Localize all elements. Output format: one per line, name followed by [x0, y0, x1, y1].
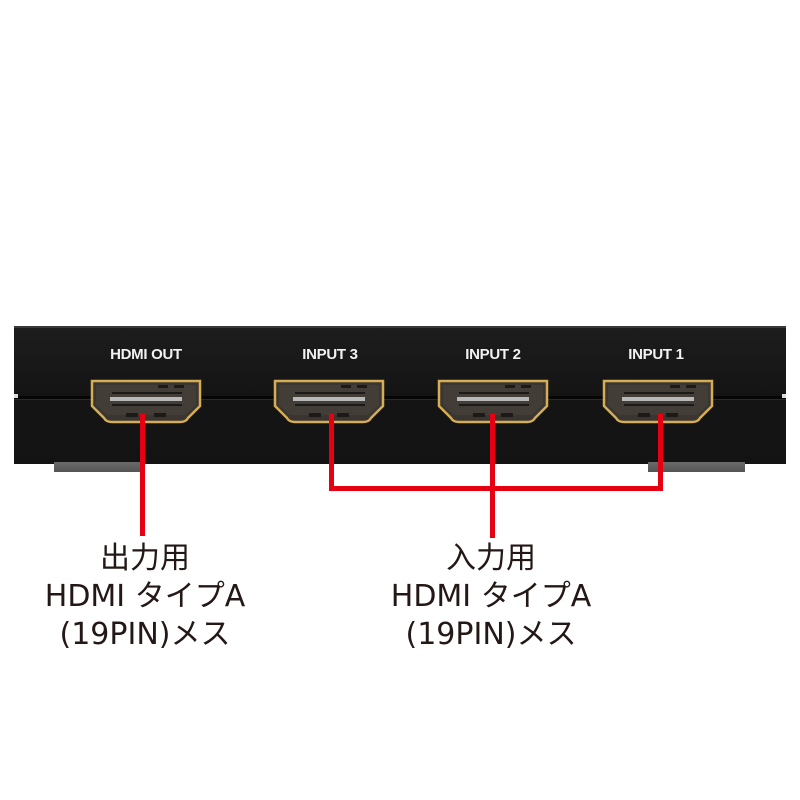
input-2-port[interactable]: [435, 378, 551, 425]
hdmi-port-icon: [602, 379, 714, 424]
device-seam: [14, 396, 786, 400]
hdmi-port-icon: [437, 379, 549, 424]
output-callout-pins: (19PIN)メス: [59, 617, 231, 652]
hdmi-out-port[interactable]: [88, 378, 204, 425]
device-edge-right: [782, 394, 786, 398]
port-label-hdmi-out: HDMI OUT: [110, 346, 182, 363]
input-3-leader-line: [329, 414, 334, 491]
port-label-input-1: INPUT 1: [628, 346, 684, 363]
input-3-port[interactable]: [271, 378, 387, 425]
input-bracket-line: [329, 486, 663, 491]
input-1-leader-line: [658, 414, 663, 491]
output-callout-type: HDMI タイプA: [44, 579, 246, 614]
input-1-port[interactable]: [600, 378, 716, 425]
input-callout-type: HDMI タイプA: [390, 579, 592, 614]
input-callout: 入力用 HDMI タイプA (19PIN)メス: [346, 540, 636, 654]
hdmi-port-icon: [90, 379, 202, 424]
port-label-input-3: INPUT 3: [302, 346, 358, 363]
input-callout-pins: (19PIN)メス: [405, 617, 577, 652]
hdmi-port-icon: [273, 379, 385, 424]
input-2-leader-line: [490, 414, 495, 538]
input-callout-title: 入力用: [446, 541, 536, 576]
output-leader-line: [140, 414, 145, 536]
port-label-input-2: INPUT 2: [465, 346, 521, 363]
output-callout-title: 出力用: [100, 541, 190, 576]
device-edge-left: [14, 394, 18, 398]
output-callout: 出力用 HDMI タイプA (19PIN)メス: [0, 540, 290, 654]
device-foot-left: [54, 462, 140, 472]
device-foot-right: [648, 462, 745, 472]
